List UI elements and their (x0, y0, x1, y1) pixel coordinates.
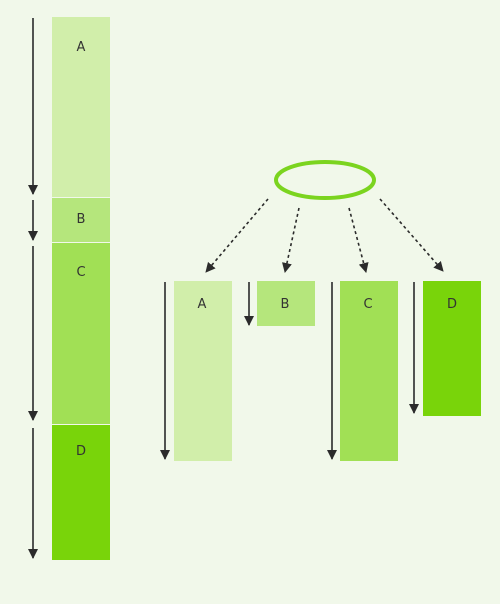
dashed-arrow-a (205, 198, 269, 273)
dashed-arrows (205, 198, 444, 273)
left-segment-a-label: A (77, 40, 86, 55)
source-ellipse (274, 160, 376, 200)
left-segment-b (52, 198, 110, 242)
right-block-a (174, 281, 232, 461)
left-segment-d (52, 425, 110, 560)
dashed-arrow-c (348, 207, 369, 273)
right-block-c (340, 281, 398, 461)
right-arrows (160, 282, 419, 460)
right-block-d (423, 281, 481, 416)
right-block-b-label: B (281, 297, 290, 312)
right-block-c-label: C (363, 297, 372, 312)
left-segment-d-label: D (76, 444, 86, 459)
left-segment-c (52, 243, 110, 424)
right-blocks: A B C D (174, 281, 481, 461)
left-segment-a (52, 17, 110, 197)
right-block-a-label: A (198, 297, 207, 312)
left-stack: A B C D (52, 17, 110, 560)
right-block-d-label: D (447, 297, 457, 312)
dashed-arrow-d (379, 198, 444, 272)
dashed-arrow-b (282, 207, 300, 273)
left-segment-c-label: C (76, 265, 85, 280)
right-block-b (257, 281, 315, 326)
left-segment-b-label: B (77, 212, 86, 227)
